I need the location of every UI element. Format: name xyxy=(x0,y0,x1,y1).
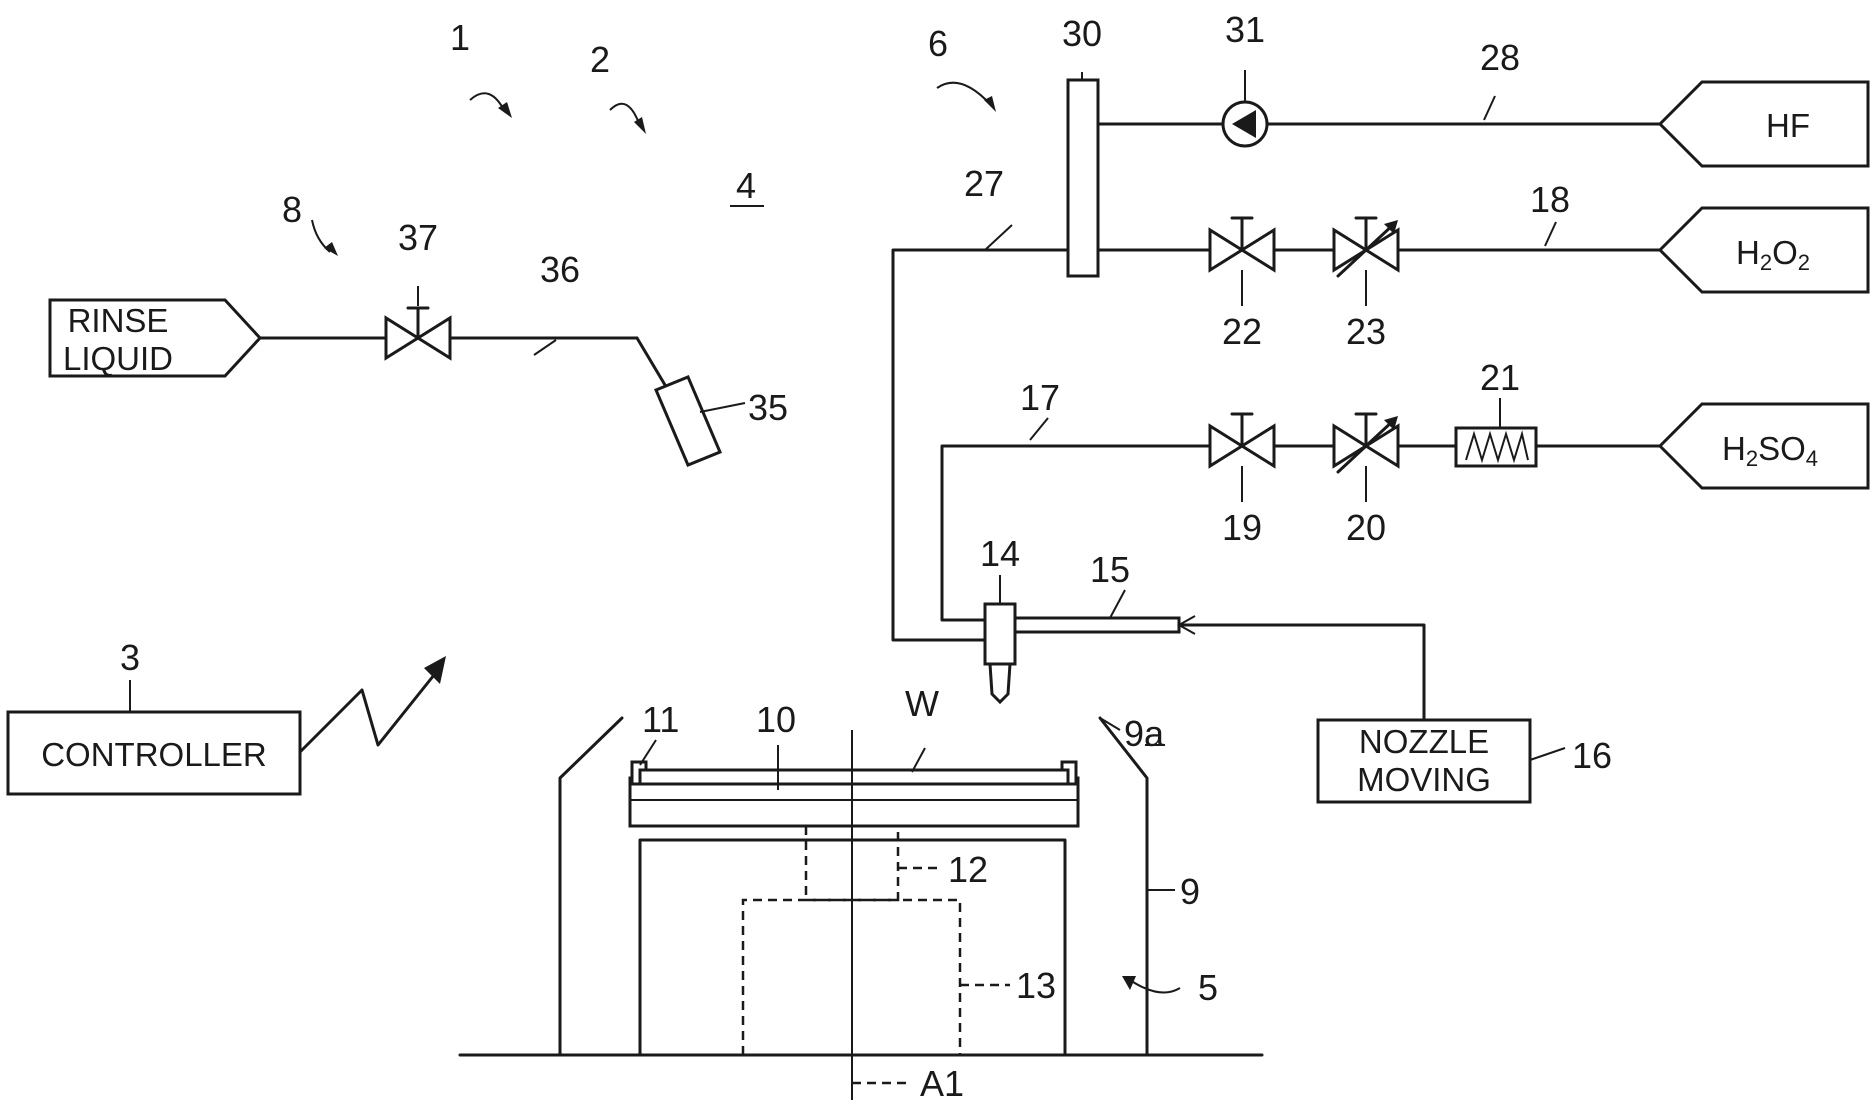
ref-21: 21 xyxy=(1480,357,1520,398)
wafer-w xyxy=(640,770,1068,784)
ref-1: 1 xyxy=(450,17,470,58)
ref-30: 30 xyxy=(1062,13,1102,54)
ref-28: 28 xyxy=(1480,37,1520,78)
ref-35: 35 xyxy=(748,387,788,428)
controller-signal-bolt xyxy=(300,670,438,752)
hf-label: HF xyxy=(1766,107,1810,144)
ref-18: 18 xyxy=(1530,179,1570,220)
ref-14: 14 xyxy=(980,533,1020,574)
ref-w: W xyxy=(905,683,939,724)
ref-22: 22 xyxy=(1222,311,1262,352)
ref-17: 17 xyxy=(1020,377,1060,418)
h2so4-label: H2SO4 xyxy=(1722,430,1818,471)
rinse-valve-37 xyxy=(386,308,450,358)
ref-20: 20 xyxy=(1346,507,1386,548)
ref-a1: A1 xyxy=(920,1063,964,1104)
ref-9: 9 xyxy=(1180,871,1200,912)
ref-10: 10 xyxy=(756,699,796,740)
ref-8: 8 xyxy=(282,189,302,230)
ref-12: 12 xyxy=(948,849,988,890)
cup-right-wall xyxy=(1100,718,1147,1055)
ref-27: 27 xyxy=(964,163,1004,204)
ref-16: 16 xyxy=(1572,735,1612,776)
chemical-nozzle-14 xyxy=(985,604,1015,702)
cup-left-wall xyxy=(560,718,622,1055)
nozzle-arm-15 xyxy=(1015,618,1179,632)
reference-arrows xyxy=(312,83,1180,993)
ref-3: 3 xyxy=(120,637,140,678)
mixer-30 xyxy=(1068,80,1098,276)
heater-21 xyxy=(1456,428,1536,466)
h2o2-valve-22 xyxy=(1210,218,1274,270)
ref-37: 37 xyxy=(398,217,438,258)
rinse-nozzle-35 xyxy=(656,377,720,465)
ref-6: 6 xyxy=(928,23,948,64)
ref-4: 4 xyxy=(736,165,756,206)
ref-9a: 9a xyxy=(1124,713,1165,754)
ref-11: 11 xyxy=(642,699,679,740)
nozzle-label-line2: MOVING xyxy=(1357,761,1491,798)
ref-36: 36 xyxy=(540,249,580,290)
ref-15: 15 xyxy=(1090,549,1130,590)
hf-pump-31 xyxy=(1223,102,1267,146)
leader-lines xyxy=(130,70,1565,1083)
ref-31: 31 xyxy=(1225,9,1265,50)
ref-2: 2 xyxy=(590,39,610,80)
hf-source xyxy=(1660,82,1868,166)
controller-label: CONTROLLER xyxy=(41,736,267,773)
flow-control-valve-20 xyxy=(1334,414,1398,472)
rinse-liquid-supply: RINSE LIQUID xyxy=(50,300,720,465)
chemical-supply: HF H2O2 H2SO4 xyxy=(893,80,1868,802)
processing-unit xyxy=(460,718,1262,1100)
controller-block: CONTROLLER xyxy=(8,656,446,794)
flow-control-valve-23 xyxy=(1334,218,1398,276)
ref-23: 23 xyxy=(1346,311,1386,352)
nozzle-label-line1: NOZZLE xyxy=(1359,723,1489,760)
rinse-label-line2: LIQUID xyxy=(63,340,173,377)
reference-numerals: 1 2 3 4 5 6 8 9 9a 10 11 12 13 14 15 16 … xyxy=(120,9,1612,1104)
ref-13: 13 xyxy=(1016,965,1056,1006)
rinse-label-line1: RINSE xyxy=(68,302,169,339)
h2so4-valve-19 xyxy=(1210,414,1274,466)
ref-5: 5 xyxy=(1198,967,1218,1008)
ref-19: 19 xyxy=(1222,507,1262,548)
